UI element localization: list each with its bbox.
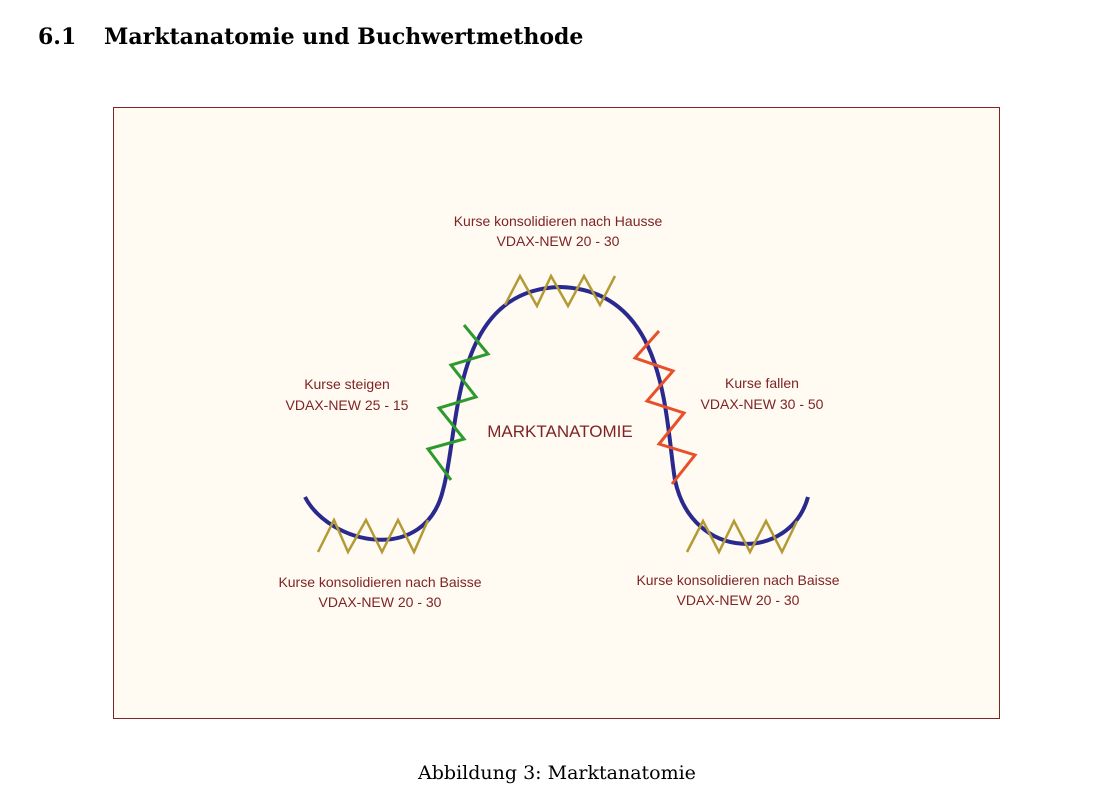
- section-number: 6.1: [38, 24, 77, 50]
- zigzag-consolidation-top: [503, 273, 617, 309]
- label-bottom-left-line2: VDAX-NEW 20 - 30: [319, 594, 442, 610]
- section-heading: 6.1 Marktanatomie und Buchwertmethode: [38, 24, 583, 50]
- label-center: MARKTANATOMIE: [487, 422, 632, 441]
- label-top-line2: VDAX-NEW 20 - 30: [497, 233, 620, 249]
- label-right-line1: Kurse fallen: [725, 375, 799, 391]
- zigzag-fall: [632, 330, 698, 485]
- section-title: Marktanatomie und Buchwertmethode: [104, 24, 584, 50]
- diagram-frame: [113, 107, 1000, 719]
- market-cycle-curve: [303, 284, 810, 546]
- figure-caption: Abbildung 3: Marktanatomie: [418, 762, 696, 784]
- label-left-line2: VDAX-NEW 25 - 15: [286, 397, 409, 413]
- label-bottom-right-line1: Kurse konsolidieren nach Baisse: [636, 572, 839, 588]
- label-left-line1: Kurse steigen: [304, 376, 390, 392]
- label-bottom-right-line2: VDAX-NEW 20 - 30: [677, 592, 800, 608]
- zigzag-rise: [425, 324, 491, 481]
- label-top-line1: Kurse konsolidieren nach Hausse: [454, 213, 663, 229]
- zigzag-consolidation-bottom-left: [316, 517, 430, 555]
- label-right-line2: VDAX-NEW 30 - 50: [701, 396, 824, 412]
- zigzag-consolidation-bottom-right: [685, 518, 799, 555]
- label-bottom-left-line1: Kurse konsolidieren nach Baisse: [278, 574, 481, 590]
